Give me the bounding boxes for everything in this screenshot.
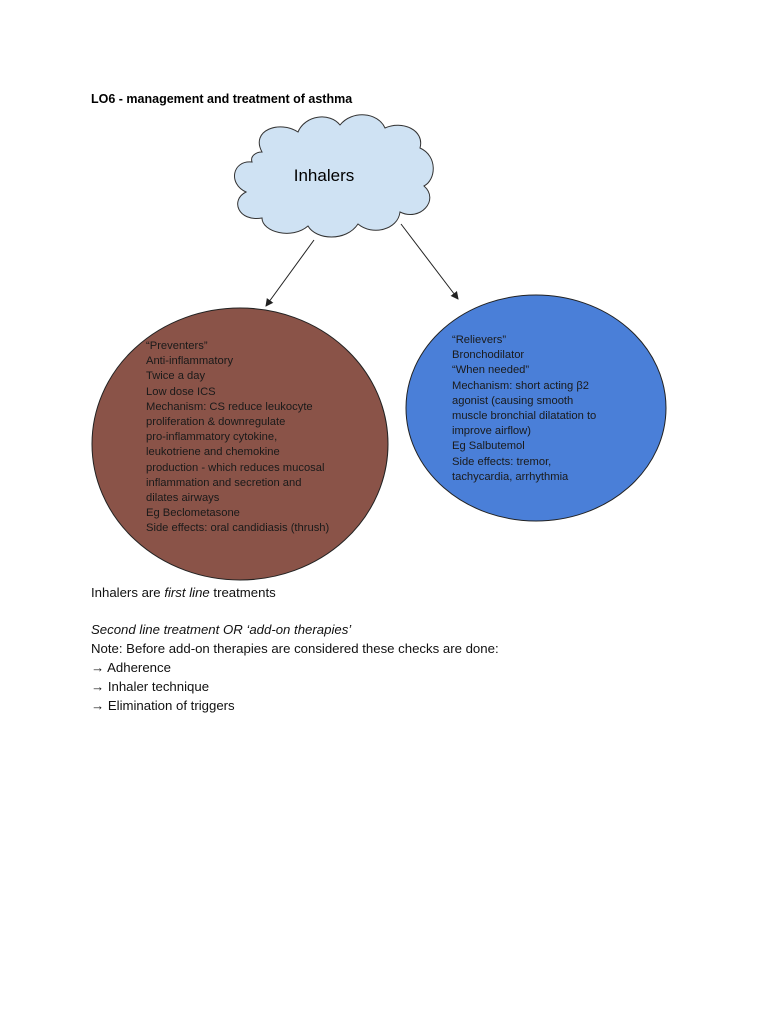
relievers-line: “Relievers” bbox=[452, 334, 507, 346]
second-line-title: Second line treatment OR ‘add-on therapi… bbox=[91, 622, 352, 637]
relievers-line: tachycardia, arrhythmia bbox=[452, 470, 569, 483]
relievers-line: Eg Salbutemol bbox=[452, 440, 525, 453]
preventers-line: “Preventers” bbox=[146, 340, 208, 352]
inhalers-cloud bbox=[234, 114, 434, 238]
relievers-ellipse bbox=[405, 294, 667, 522]
cloud-label: Inhalers bbox=[293, 166, 355, 185]
preventers-line: Low dose ICS bbox=[146, 385, 216, 398]
first-line-sentence: Inhalers are first line treatments bbox=[91, 585, 276, 600]
preventers-line: leukotriene and chemokine bbox=[146, 446, 280, 459]
relievers-text: “Relievers” Bronchodilator “When needed” Me… bbox=[452, 333, 596, 485]
preventers-line: production - which reduces mucosal bbox=[146, 461, 325, 474]
relievers-line: Mechanism: short acting β2 bbox=[452, 379, 590, 392]
relievers-line: Bronchodilator bbox=[452, 349, 525, 362]
preventers-line: inflammation and secretion and bbox=[146, 476, 302, 489]
relievers-line: Side effects: tremor, bbox=[452, 455, 552, 468]
check-item: → Adherence bbox=[91, 660, 171, 675]
first-line-prefix: Inhalers are bbox=[91, 585, 165, 600]
preventers-ellipse bbox=[91, 307, 389, 581]
preventers-line: Side effects: oral candidiasis (thrush) bbox=[146, 522, 330, 535]
preventers-line: Anti-inflammatory bbox=[146, 355, 234, 368]
arrow-to-preventers bbox=[265, 239, 315, 307]
check-item: → Inhaler technique bbox=[91, 679, 210, 694]
relievers-line: agonist (causing smooth bbox=[452, 394, 574, 407]
check-item: → Elimination of triggers bbox=[91, 698, 235, 713]
preventers-line: Twice a day bbox=[146, 370, 206, 383]
preventers-line: Eg Beclometasone bbox=[146, 507, 240, 520]
preventers-line: pro-inflammatory cytokine, bbox=[146, 431, 278, 444]
arrow-to-relievers bbox=[400, 223, 459, 300]
preventers-line: proliferation & downregulate bbox=[146, 416, 286, 429]
page-heading: LO6 - management and treatment of asthma bbox=[91, 92, 353, 106]
first-line-suffix: treatments bbox=[209, 585, 276, 600]
preventers-line: Mechanism: CS reduce leukocyte bbox=[146, 400, 313, 413]
relievers-line: “When needed” bbox=[452, 364, 530, 377]
relievers-line: improve airflow) bbox=[452, 425, 531, 438]
note-text: Note: Before add-on therapies are consid… bbox=[91, 641, 499, 656]
first-line-emphasis: first line bbox=[164, 585, 210, 600]
preventers-line: dilates airways bbox=[146, 492, 220, 505]
relievers-line: muscle bronchial dilatation to bbox=[452, 410, 597, 423]
